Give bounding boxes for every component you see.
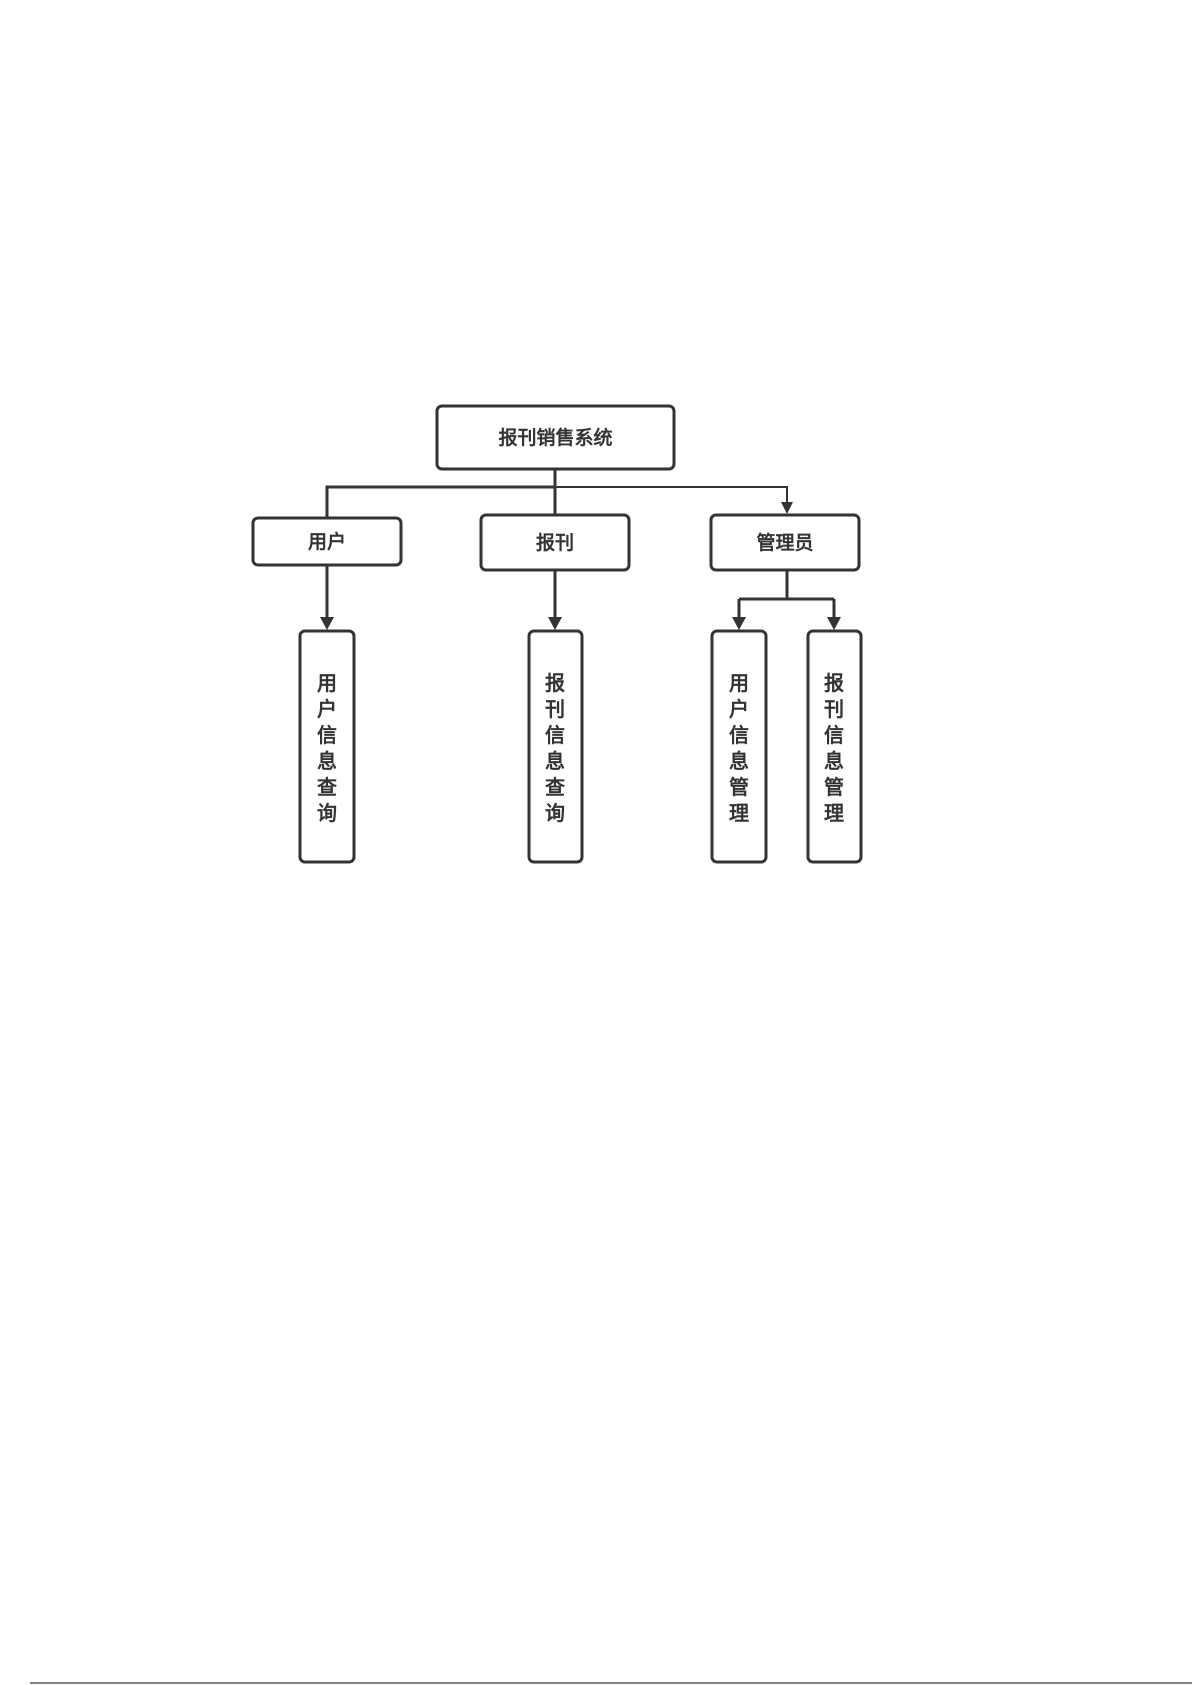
edge-admin-split	[739, 570, 834, 618]
node-user-info-query: 用户信息查询	[300, 631, 354, 862]
edge-root-bus	[327, 469, 555, 518]
node-newspaper-label: 报刊	[536, 531, 574, 554]
node-root-label: 报刊销售系统	[498, 426, 612, 449]
node-user: 用户	[253, 518, 401, 565]
node-user-info-management: 用户信息管理	[712, 631, 766, 862]
node-admin-label: 管理员	[756, 531, 813, 554]
arrow-root-to-admin	[781, 502, 793, 514]
node-newspaper-info-management: 报刊信息管理	[808, 631, 861, 862]
node-root: 报刊销售系统	[437, 406, 674, 469]
node-user-label: 用户	[308, 530, 346, 553]
node-admin: 管理员	[711, 515, 859, 570]
node-newspaper-info-query: 报刊信息查询	[529, 631, 582, 862]
node-newspaper: 报刊	[481, 515, 629, 570]
arrow-user-to-query	[320, 617, 334, 630]
arrow-admin-to-user-mgmt	[732, 617, 746, 630]
arrow-newspaper-to-query	[548, 617, 562, 630]
arrow-admin-to-newspaper-mgmt	[827, 617, 841, 630]
edge-root-to-admin	[555, 487, 787, 503]
